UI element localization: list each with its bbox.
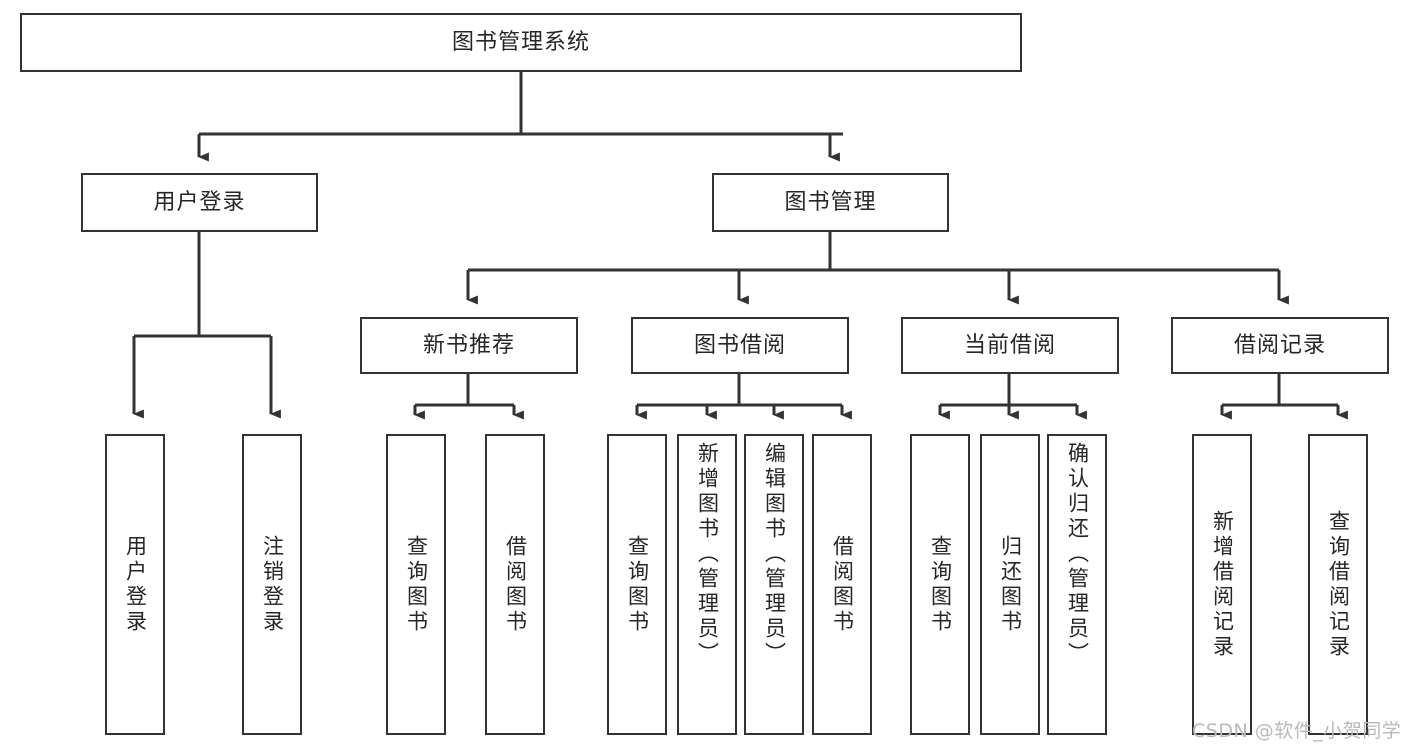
node-label: 图书借阅 — [693, 332, 786, 358]
node-book-borrow[interactable]: 图书借阅 — [631, 317, 849, 374]
node-root-system[interactable]: 图书管理系统 — [20, 13, 1022, 72]
node-label: 新书推荐 — [422, 332, 515, 358]
node-label: 新增图书（管理员） — [695, 442, 720, 667]
node-label: 图书管理 — [784, 189, 877, 215]
node-label: 借阅记录 — [1233, 332, 1326, 358]
leaf-query-book-recommend[interactable]: 查询图书 — [386, 434, 446, 735]
node-new-book-recommend[interactable]: 新书推荐 — [360, 317, 578, 374]
leaf-return-book[interactable]: 归还图书 — [980, 434, 1040, 735]
node-label: 查询借阅记录 — [1326, 509, 1351, 660]
leaf-query-book-current[interactable]: 查询图书 — [910, 434, 970, 735]
node-book-management[interactable]: 图书管理 — [712, 173, 949, 232]
node-label: 注销登录 — [260, 534, 285, 635]
leaf-query-borrow-record[interactable]: 查询借阅记录 — [1308, 434, 1368, 735]
node-label: 新增借阅记录 — [1210, 509, 1235, 660]
leaf-confirm-return-admin[interactable]: 确认归还（管理员） — [1047, 434, 1107, 735]
leaf-add-borrow-record[interactable]: 新增借阅记录 — [1192, 434, 1252, 735]
node-label: 查询图书 — [625, 534, 650, 635]
csdn-watermark: CSDN @软件_小贺同学 — [1192, 720, 1402, 742]
node-label: 借阅图书 — [830, 534, 855, 635]
leaf-query-book-borrow[interactable]: 查询图书 — [607, 434, 667, 735]
node-label: 归还图书 — [998, 534, 1023, 635]
node-label: 查询图书 — [404, 534, 429, 635]
node-label: 当前借阅 — [963, 332, 1056, 358]
node-label: 确认归还（管理员） — [1065, 442, 1090, 667]
leaf-logout[interactable]: 注销登录 — [242, 434, 302, 735]
node-borrow-record[interactable]: 借阅记录 — [1171, 317, 1389, 374]
node-label: 图书管理系统 — [451, 29, 590, 55]
node-label: 用户登录 — [123, 534, 148, 635]
node-user-login[interactable]: 用户登录 — [81, 173, 318, 232]
node-label: 编辑图书（管理员） — [762, 442, 787, 667]
node-label: 用户登录 — [153, 189, 246, 215]
leaf-borrow-book-recommend[interactable]: 借阅图书 — [485, 434, 545, 735]
node-current-borrow[interactable]: 当前借阅 — [901, 317, 1119, 374]
leaf-edit-book-admin[interactable]: 编辑图书（管理员） — [744, 434, 804, 735]
leaf-user-login[interactable]: 用户登录 — [105, 434, 165, 735]
leaf-add-book-admin[interactable]: 新增图书（管理员） — [677, 434, 737, 735]
node-label: 借阅图书 — [503, 534, 528, 635]
node-label: 查询图书 — [928, 534, 953, 635]
leaf-borrow-book[interactable]: 借阅图书 — [812, 434, 872, 735]
